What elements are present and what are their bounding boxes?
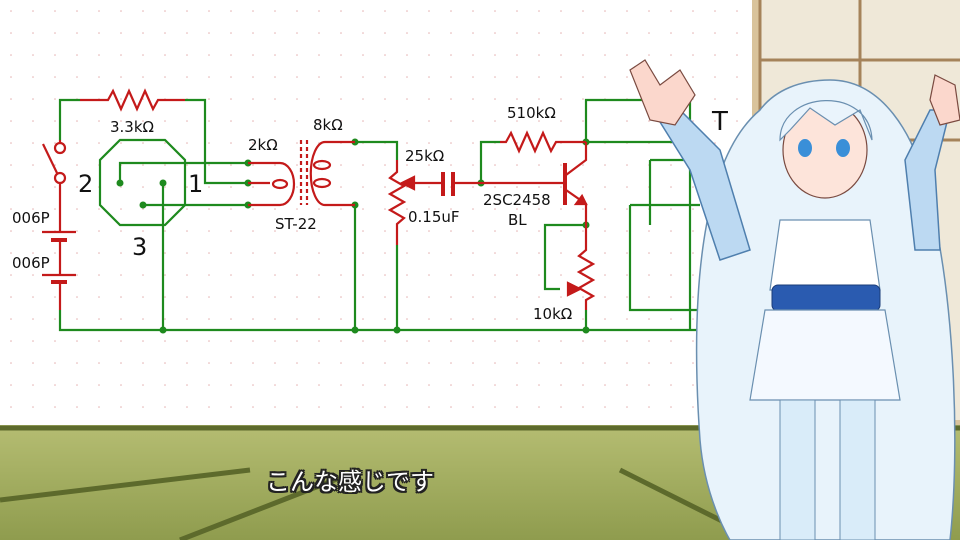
label-primary: 2kΩ bbox=[248, 136, 278, 154]
label-pin-2: 2 bbox=[78, 170, 93, 198]
label-secondary: 8kΩ bbox=[313, 116, 343, 134]
resistor-r1 bbox=[80, 88, 185, 112]
label-r1: 3.3kΩ bbox=[110, 118, 154, 136]
label-10k: 10kΩ bbox=[533, 305, 572, 323]
label-transistor: 2SC2458 bbox=[483, 191, 551, 209]
anime-character bbox=[629, 59, 960, 540]
switch bbox=[42, 140, 67, 232]
label-510k: 510kΩ bbox=[507, 104, 556, 122]
capacitor bbox=[441, 172, 481, 196]
transistor bbox=[481, 142, 588, 225]
label-pot-25k: 25kΩ bbox=[405, 147, 444, 165]
label-partial: T bbox=[711, 107, 728, 137]
label-battery-2: 006P bbox=[12, 254, 50, 272]
label-battery-1: 006P bbox=[12, 209, 50, 227]
subtitle: こんな感じです bbox=[266, 468, 434, 496]
battery-symbols bbox=[42, 230, 76, 310]
transformer bbox=[248, 140, 355, 207]
label-pin-1: 1 bbox=[188, 170, 203, 198]
label-transformer: ST-22 bbox=[275, 215, 317, 233]
label-pin-3: 3 bbox=[132, 233, 147, 261]
potentiometer-25k bbox=[387, 160, 443, 245]
potentiometer-10k bbox=[566, 225, 596, 310]
label-capacitor: 0.15uF bbox=[408, 208, 460, 226]
ic-octagon bbox=[98, 138, 187, 227]
resistor-510k bbox=[500, 130, 586, 154]
label-transistor-rank: BL bbox=[508, 211, 527, 229]
